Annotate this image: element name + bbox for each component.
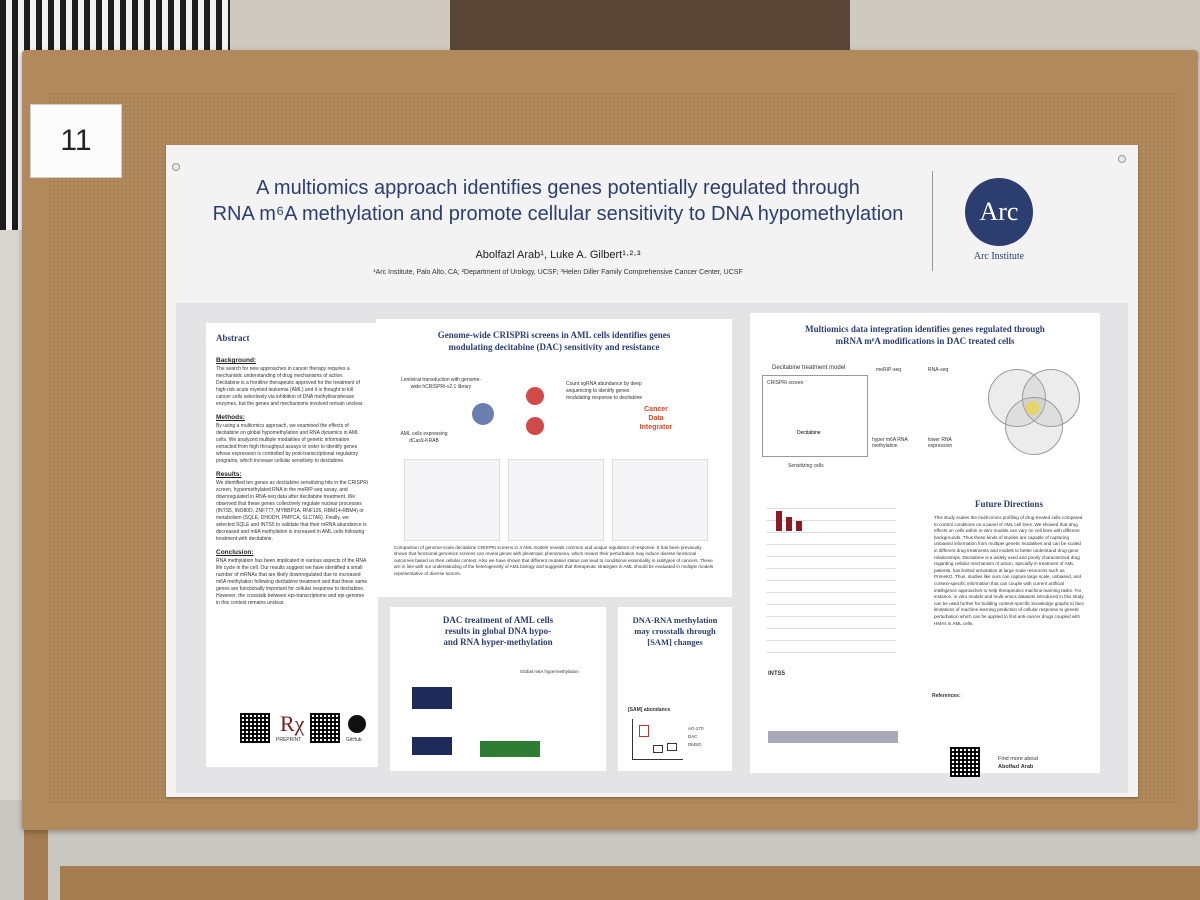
title-line-2: RNA m⁶A methylation and promote cellular… bbox=[212, 203, 904, 225]
crispri-step-library: Lentiviral transduction with genome-wide… bbox=[400, 377, 482, 390]
legend-ag270: AG-270 bbox=[688, 726, 704, 731]
results-text: We identified ten genes as decitabine se… bbox=[216, 480, 368, 542]
references-heading: References: bbox=[932, 693, 961, 699]
sensitizing-label: Sensitizing cells bbox=[788, 463, 824, 469]
methods-text: By using a multiomics approach, we exami… bbox=[216, 423, 359, 464]
conclusion-text: RNA methylation has been implicated in v… bbox=[216, 558, 368, 606]
ints5-track bbox=[768, 683, 898, 743]
cell-cluster-icon bbox=[526, 387, 544, 405]
preprint-label: PREPRINT bbox=[276, 737, 302, 743]
github-label: GitHub bbox=[346, 737, 362, 743]
future-panel: Future Directions This study scales the … bbox=[926, 489, 1092, 685]
find-more-name: Abolfazl Arab bbox=[998, 764, 1034, 770]
crispri-step-cells: AML cells expressing dCas9-KRAB bbox=[400, 431, 448, 444]
methods-heading: Methods: bbox=[216, 414, 245, 421]
cell-cluster-icon bbox=[472, 403, 494, 425]
find-more-text: Find more about bbox=[998, 756, 1039, 762]
sam-title-line-1: DNA-RNA methylation bbox=[632, 615, 718, 625]
upset-bar bbox=[786, 517, 792, 531]
box-ag270 bbox=[639, 725, 649, 737]
merip-label: meRIP-seq bbox=[876, 367, 902, 373]
multiomics-title-line-2: mRNA m⁶A modifications in DAC treated ce… bbox=[835, 336, 1015, 346]
upset-plot bbox=[766, 503, 896, 653]
sam-title-line-3: [SAM] changes bbox=[647, 637, 703, 647]
decitabine-label-1: Decitabine bbox=[797, 430, 821, 436]
dac-title-line-2: results in global DNA hypo- bbox=[444, 626, 552, 636]
find-more-label: Find more about Abolfazl Arab bbox=[998, 755, 1038, 771]
future-title: Future Directions bbox=[975, 499, 1043, 509]
future-text: This study scales the multi-omics profil… bbox=[934, 515, 1084, 626]
crispri-screen-label: CRISPRi screen bbox=[767, 380, 804, 386]
cdi-title: Cancer Data Integrator bbox=[626, 405, 686, 432]
crispri-screen-box: CRISPRi screen Decitabine bbox=[762, 375, 868, 457]
multiomics-title: Multiomics data integration identifies g… bbox=[750, 323, 1100, 347]
qr-code-code bbox=[310, 713, 340, 743]
sam-boxplot bbox=[632, 719, 683, 760]
qr-code-author bbox=[950, 747, 980, 777]
cell-cluster-icon bbox=[526, 417, 544, 435]
crispri-caption: Comparison of genome-scale decitabine CR… bbox=[394, 545, 714, 576]
m6a-bar-chart bbox=[480, 717, 540, 757]
dac-panel: DAC treatment of AML cells results in gl… bbox=[390, 607, 606, 771]
research-poster: A multiomics approach identifies genes p… bbox=[166, 145, 1138, 797]
poster-title: A multiomics approach identifies genes p… bbox=[188, 175, 928, 227]
box-dac bbox=[653, 745, 663, 753]
sam-legend: AG-270 DAC DMSO bbox=[688, 725, 704, 749]
upset-bar bbox=[776, 511, 782, 531]
results-heading: Results: bbox=[216, 471, 242, 478]
arc-institute-name: Arc Institute bbox=[973, 251, 1025, 262]
crispri-step-count: Count sgRNA abundance by deep sequencing… bbox=[566, 381, 643, 401]
scatter-plot-1 bbox=[508, 459, 604, 541]
volcano-plot bbox=[404, 459, 500, 541]
crispri-title-line-1: Genome-wide CRISPRi screens in AML cells… bbox=[437, 330, 671, 340]
rnaseq-label: RNA-seq bbox=[928, 367, 949, 373]
lower-label: lower RNA expression bbox=[928, 437, 953, 449]
header-divider bbox=[932, 171, 933, 271]
upset-bar bbox=[796, 521, 802, 531]
poster-authors: Abolfazl Arab¹, Luke A. Gilbert¹·²·³ bbox=[475, 249, 641, 261]
references-panel: References: bbox=[926, 689, 1092, 741]
board-base bbox=[60, 866, 1200, 900]
histogram-bar bbox=[412, 687, 452, 709]
histogram-bar bbox=[412, 737, 452, 755]
dac-title: DAC treatment of AML cells results in gl… bbox=[390, 615, 606, 648]
cdi-line-3: Integrator bbox=[639, 424, 673, 431]
venn-overlap bbox=[1026, 401, 1040, 415]
legend-dac: DAC bbox=[688, 734, 698, 739]
venn-diagram bbox=[988, 369, 1080, 455]
title-line-1: A multiomics approach identifies genes p… bbox=[256, 177, 860, 199]
qr-code-preprint bbox=[240, 713, 270, 743]
background-heading: Background: bbox=[216, 357, 257, 364]
hyper-label: hyper m6A RNA methylation bbox=[872, 437, 908, 449]
scatter-plot-2 bbox=[612, 459, 708, 541]
sam-abundance-label: [SAM] abundance bbox=[628, 707, 671, 713]
box-dmso bbox=[667, 743, 677, 751]
cdi-line-1: Cancer bbox=[644, 406, 668, 413]
pin bbox=[1118, 155, 1126, 163]
rx-logo: Rχ bbox=[280, 711, 305, 736]
multiomics-title-line-1: Multiomics data integration identifies g… bbox=[805, 324, 1045, 334]
pin bbox=[172, 163, 180, 171]
github-icon bbox=[348, 715, 366, 733]
sam-panel: DNA-RNA methylation may crosstalk throug… bbox=[618, 607, 732, 771]
sam-title: DNA-RNA methylation may crosstalk throug… bbox=[618, 615, 732, 648]
model-label: Decitabine treatment model bbox=[772, 365, 846, 371]
background-text: The search for new approaches in cancer … bbox=[216, 366, 364, 407]
cdi-line-2: Data bbox=[648, 415, 664, 422]
dac-title-line-3: and RNA hyper-methylation bbox=[443, 637, 553, 647]
crispri-panel: Genome-wide CRISPRi screens in AML cells… bbox=[376, 319, 732, 597]
dac-title-line-1: DAC treatment of AML cells bbox=[442, 615, 554, 625]
poster-affiliations: ¹Arc Institute, Palo Alto, CA; ²Departme… bbox=[373, 269, 743, 276]
abstract-panel: Abstract Background: The search for new … bbox=[206, 323, 378, 767]
ints5-label: INTS5 bbox=[768, 671, 786, 677]
global-m6a-label: Global m6A hypermethylation bbox=[520, 669, 579, 674]
legend-dmso: DMSO bbox=[688, 742, 702, 747]
conclusion-heading: Conclusion: bbox=[216, 549, 254, 556]
sam-title-line-2: may crosstalk through bbox=[634, 626, 716, 636]
crispri-title: Genome-wide CRISPRi screens in AML cells… bbox=[376, 329, 732, 353]
crispri-title-line-2: modulating decitabine (DAC) sensitivity … bbox=[448, 342, 660, 352]
poster-number-card: 11 bbox=[30, 104, 122, 178]
arc-logo: Arc bbox=[965, 178, 1033, 246]
abstract-title: Abstract bbox=[216, 333, 250, 343]
